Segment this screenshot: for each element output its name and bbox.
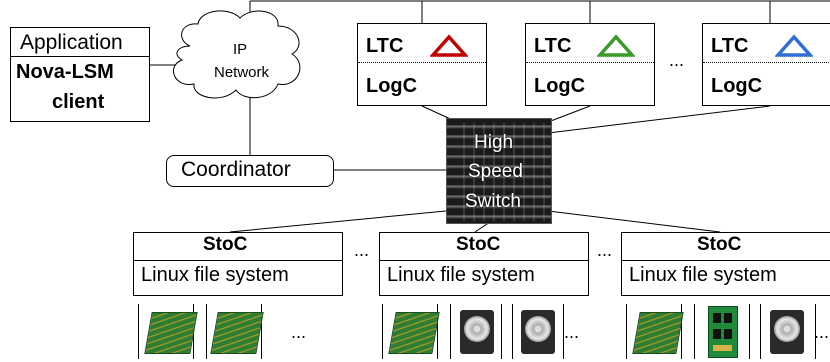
ltc-title-3: LTC	[711, 35, 749, 57]
switch-label-high: High	[474, 132, 514, 153]
stoc-ellipsis-2: ...	[597, 240, 613, 260]
nova-lsm-client-box	[10, 27, 150, 122]
coordinator-box	[166, 155, 334, 187]
stoc-title-2: StoC	[456, 234, 501, 255]
stoc-box-1	[133, 232, 343, 296]
stoc-title-3: StoC	[697, 234, 742, 255]
device-ellipsis-3: ...	[814, 322, 830, 342]
stoc-fs-2: Linux file system	[387, 264, 535, 286]
logc-label-3: LogC	[711, 75, 763, 97]
device-slot	[206, 304, 262, 359]
switch-label-speed: Speed	[468, 161, 523, 182]
switch-label-switch: Switch	[465, 191, 521, 212]
network-ip-label: IP	[233, 41, 248, 58]
device-ellipsis-1: ...	[291, 322, 307, 342]
memory-icon	[210, 312, 264, 354]
client-name-label: Nova-LSM	[16, 61, 114, 83]
triangle-icon	[430, 34, 468, 57]
stoc-fs-1: Linux file system	[141, 264, 289, 286]
device-slot	[450, 304, 502, 359]
stoc-box-3	[621, 232, 830, 296]
device-slot	[382, 304, 438, 359]
device-slot	[512, 304, 564, 359]
device-ellipsis-2: ...	[564, 322, 580, 342]
ltc-title-1: LTC	[366, 35, 404, 57]
stoc-title-1: StoC	[203, 234, 248, 255]
triangle-icon	[775, 34, 813, 57]
logc-label-1: LogC	[366, 75, 418, 97]
stoc-fs-3: Linux file system	[629, 264, 777, 286]
client-label: client	[52, 91, 105, 113]
switch-icon	[446, 118, 552, 224]
hard-disk-icon	[521, 310, 555, 354]
cloud-icon	[173, 10, 301, 99]
triangle-icon	[597, 34, 635, 57]
ltc-box-3	[702, 23, 830, 106]
triangle-red	[430, 34, 468, 57]
stoc-box-2	[379, 232, 589, 296]
ltc-title-2: LTC	[534, 35, 572, 57]
application-label: Application	[20, 31, 123, 54]
device-slot	[626, 304, 682, 359]
memory-icon	[388, 312, 440, 354]
memory-icon	[144, 312, 198, 354]
network-label: Network	[214, 64, 270, 81]
hard-disk-icon	[770, 310, 804, 354]
device-slot	[760, 304, 816, 359]
ltc-ellipsis: ...	[669, 50, 685, 70]
ltc-box-1	[357, 23, 487, 106]
coordinator-label: Coordinator	[181, 158, 291, 181]
stoc-ellipsis-1: ...	[354, 240, 370, 260]
ltc-box-2	[525, 23, 655, 106]
memory-icon	[632, 312, 684, 354]
ssd-icon	[708, 306, 738, 358]
logc-label-2: LogC	[534, 75, 586, 97]
device-slot	[694, 304, 750, 359]
hard-disk-icon	[460, 310, 494, 354]
